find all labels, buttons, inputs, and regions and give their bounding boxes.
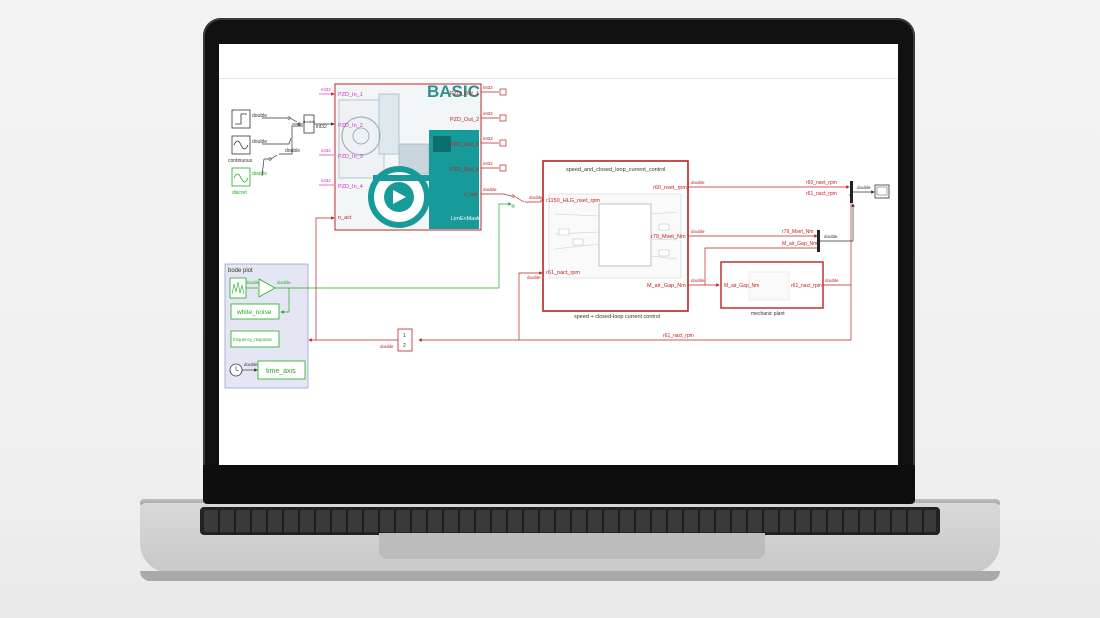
mset-out-type: double: [691, 229, 705, 234]
plant-in-port: M_air_Gap_Nm: [724, 283, 759, 289]
pzd-out3-type: int32: [483, 136, 493, 141]
bode-src-type: double: [246, 280, 260, 285]
keyboard-keys: [204, 510, 936, 532]
mux2-out-type: double: [824, 234, 838, 239]
lim-port: LimEnMask: [451, 216, 480, 222]
wire-n-set: [481, 193, 512, 197]
pzd-in-1-port: PZD_In_1: [338, 92, 363, 98]
gain-numerator: 1: [403, 333, 406, 339]
pzd-in4-type: int32: [321, 178, 331, 183]
pzd-in-wires: [319, 92, 335, 186]
scope-in-type: double: [857, 185, 871, 190]
step-out-type: double: [252, 113, 267, 119]
ctrl-in-type: double: [529, 195, 543, 200]
wire-feedback-ctrl: [518, 271, 543, 340]
ctrl-out-2-port: r79_Mset_Nm: [651, 234, 686, 240]
mux-2[interactable]: [817, 230, 820, 252]
pzd-in3-type: int32: [321, 148, 331, 153]
bus1-b-label: r61_nact_rpm: [806, 191, 837, 197]
bode-source-block[interactable]: [229, 277, 247, 299]
discrete-sine-block[interactable]: [231, 167, 251, 187]
nact-out-type: double: [825, 278, 839, 283]
basic-drive-block[interactable]: [334, 83, 482, 231]
clock-out-type: double: [244, 362, 258, 367]
data-type-conversion-block[interactable]: [303, 114, 315, 134]
conv-out-type: int32: [316, 124, 327, 130]
sine-label: continuous: [228, 158, 253, 164]
bus2-b-label: M_air_Gap_Nm: [782, 241, 817, 247]
gain-out-type: double: [380, 344, 394, 349]
pzd-in1-type: int32: [321, 87, 331, 92]
sine-out-type: double: [252, 139, 267, 145]
pzd-in-3-port: PZD_In_3: [338, 154, 363, 160]
mux-1[interactable]: [850, 181, 853, 203]
bode-gain-block[interactable]: [258, 278, 276, 298]
pzd-out-3-port: PZD_Out_3: [450, 142, 479, 148]
feedback-ctrl-type: double: [527, 275, 541, 280]
gain-denominator: 2: [403, 343, 406, 349]
bus1-a-label: r60_nset_rpm: [806, 180, 837, 186]
speed-current-control-block[interactable]: [542, 160, 689, 312]
laptop-trackpad: [379, 533, 765, 559]
pzd-out1-type: int32: [483, 85, 493, 90]
plant-caption: mechanic plant: [751, 311, 785, 317]
feedback-label: r61_nact_rpm: [663, 333, 694, 339]
ctrl-in-2-port: r61_nact_rpm: [546, 270, 580, 276]
wire-nact-out: [823, 194, 852, 286]
plant-out-port: r61_nact_rpm: [791, 283, 822, 289]
white-noise-block[interactable]: [230, 303, 280, 320]
ctrl-in-1-port: r1150_HLG_nset_rpm: [546, 198, 600, 204]
pzd-in-2-port: PZD_In_2: [338, 123, 363, 129]
conv-in-type: double: [303, 119, 316, 124]
block-diagram[interactable]: double double continuous double discret …: [219, 44, 898, 465]
ctrl-out-3-port: M_air_Gap_Nm: [647, 283, 686, 289]
bus2-a-label: r79_Mset_Nm: [782, 229, 813, 235]
clock-block[interactable]: [229, 363, 243, 377]
pzd-out-2-port: PZD_Out_2: [450, 117, 479, 123]
frequency-response-block[interactable]: [230, 330, 280, 348]
wire-bode-out: [275, 202, 512, 289]
step-source-block[interactable]: [231, 109, 251, 129]
pzd-out4-type: int32: [483, 161, 493, 166]
nset-out-type: double: [691, 180, 705, 185]
bode-gain-type: double: [277, 280, 291, 285]
pzd-out-wires: [481, 91, 499, 169]
laptop-front-lip: [140, 571, 1000, 581]
manual-switch-1[interactable]: [262, 116, 301, 145]
pzd-out2-type: int32: [483, 111, 493, 116]
wire-n-act: [315, 216, 335, 340]
bode-title: bode plot: [228, 268, 253, 274]
mechanic-plant-block[interactable]: [720, 261, 824, 309]
manual-switch-2[interactable]: [261, 125, 303, 177]
wire-mux2-out: [820, 203, 855, 242]
pzd-out-4-port: PZD_Out_4: [450, 167, 479, 173]
n-act-port: n_act: [338, 215, 352, 221]
switch-out-type: double: [285, 148, 300, 154]
freq-resp-label: frequency_response: [233, 337, 273, 342]
terminator-blocks[interactable]: [499, 88, 507, 172]
wire-mgap-branch: [704, 247, 817, 285]
time-axis-block[interactable]: [257, 360, 306, 380]
wire-feedback: [418, 285, 852, 342]
mgap-out-type: double: [691, 278, 705, 283]
laptop-keyboard: [200, 507, 940, 535]
app-toolbar: [219, 44, 898, 79]
basic-title: BASIC: [427, 82, 480, 101]
n-set-port: n_set: [464, 192, 478, 198]
laptop-chin: [203, 465, 915, 504]
scope-block[interactable]: [874, 184, 890, 199]
pzd-in-4-port: PZD_In_4: [338, 184, 363, 190]
ctrl-out-1-port: r60_nset_rpm: [653, 185, 687, 191]
ctrl-caption: speed + closed-loop current control: [574, 314, 660, 320]
pzd-out-1-port: PZD_Out_1: [450, 91, 479, 97]
ctrl-title: speed_and_closed_loop_current_control: [566, 167, 665, 173]
n-set-type: double: [483, 187, 497, 192]
white-noise-label: white_noise: [236, 309, 272, 316]
wire-to-ctrl: [525, 198, 546, 203]
sine-source-block[interactable]: [231, 135, 251, 155]
time-axis-label: time_axis: [266, 368, 296, 375]
discrete-label: discret: [232, 190, 247, 196]
simulink-canvas[interactable]: double double continuous double discret …: [219, 44, 898, 465]
discrete-out-type: double: [252, 171, 267, 177]
